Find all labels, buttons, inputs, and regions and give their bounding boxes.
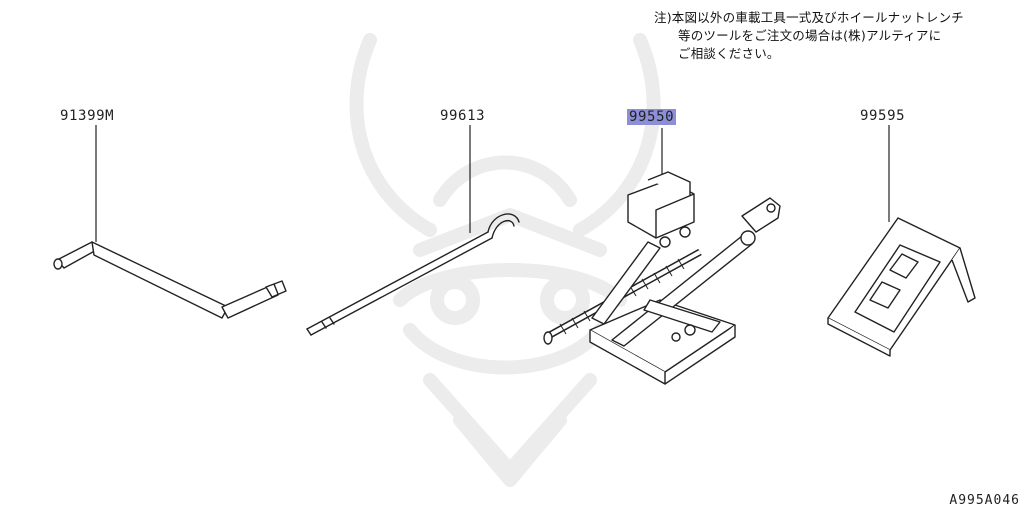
note-line-3: ご相談ください。 bbox=[678, 46, 780, 61]
order-note: 注)本図以外の車載工具一式及びホイールナットレンチ 等のツールをご注文の場合は(… bbox=[654, 9, 964, 63]
note-line-1: 注)本図以外の車載工具一式及びホイールナットレンチ bbox=[654, 10, 964, 25]
part-number-99595[interactable]: 99595 bbox=[860, 108, 906, 124]
leader-lines bbox=[95, 125, 890, 242]
watermark-emblem bbox=[349, 33, 661, 487]
part-number-99550[interactable]: 99550 bbox=[627, 109, 677, 125]
diagram-code: A995A046 bbox=[949, 493, 1020, 508]
note-line-2: 等のツールをご注文の場合は(株)アルティアに bbox=[678, 28, 942, 43]
jack-rod-illustration bbox=[306, 213, 520, 336]
wheel-chock-illustration bbox=[827, 217, 976, 357]
part-number-91399m[interactable]: 91399M bbox=[60, 108, 115, 124]
scissor-jack-illustration bbox=[543, 171, 781, 385]
crank-handle-illustration bbox=[53, 241, 287, 319]
part-number-99613[interactable]: 99613 bbox=[440, 108, 486, 124]
